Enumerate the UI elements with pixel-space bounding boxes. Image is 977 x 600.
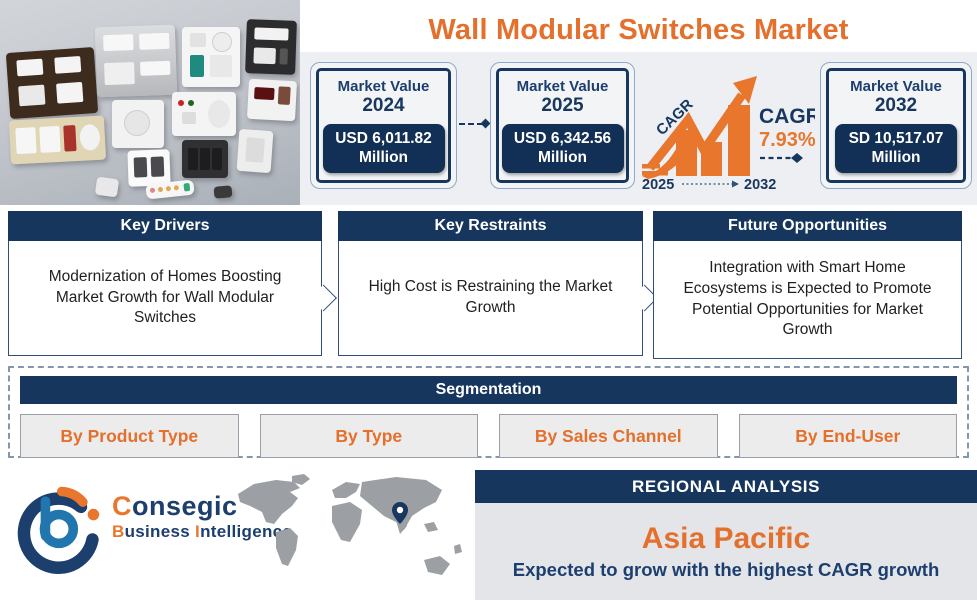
logo-tagline: Business Intelligence	[112, 521, 293, 541]
switch-plate-wood	[5, 47, 99, 119]
market-value-amount: USD 6,011.82 Million	[322, 124, 445, 173]
world-map	[238, 474, 462, 575]
switch-plate-display	[246, 78, 298, 122]
company-logo: Consegic Business Intelligence	[8, 478, 292, 578]
segment-by-product-type[interactable]: By Product Type	[20, 414, 239, 458]
market-value-amount: USD 6,342.56 Million	[501, 124, 624, 173]
market-value-box-2025: Market Value 2025 USD 6,342.56 Million	[490, 62, 635, 189]
panel-body-text: Modernization of Homes Boosting Market G…	[48, 267, 282, 327]
switch-module-small-white	[127, 149, 171, 187]
switch-strip-beige	[8, 115, 107, 165]
panel-body-text: Integration with Smart Home Ecosystems i…	[683, 258, 932, 339]
region-name: Asia Pacific	[641, 522, 811, 555]
product-photo	[0, 0, 300, 205]
switch-module-tiny	[94, 176, 120, 198]
segment-by-sales-channel[interactable]: By Sales Channel	[499, 414, 718, 458]
switch-module-tiny-dark	[213, 185, 233, 199]
logo-name: Consegic	[112, 491, 238, 521]
arrowhead-icon	[733, 76, 757, 104]
bar-1	[676, 130, 697, 176]
continent-south-america	[276, 528, 298, 566]
cagr-value: 7.93%	[759, 129, 815, 151]
future-opportunities-panel: Future Opportunities Integration with Sm…	[653, 211, 962, 359]
region-se-asia	[424, 522, 438, 532]
regional-analysis-body: Asia Pacific Expected to grow with the h…	[475, 503, 977, 600]
market-value-box-2024: Market Value 2024 USD 6,011.82 Million	[310, 62, 457, 189]
continent-africa	[332, 502, 362, 542]
panel-body-text: High Cost is Restraining the Market Grow…	[368, 278, 613, 316]
key-restraints-panel: Key Restraints High Cost is Restraining …	[338, 211, 658, 356]
panel-header: Key Restraints	[338, 211, 643, 241]
switch-module-black	[182, 140, 228, 178]
continent-greenland	[292, 474, 310, 485]
cagr-start-year: 2025	[642, 177, 674, 193]
cagr-growth-chart: CAGR CAGR 7.93% 2025 2032	[642, 76, 815, 193]
zigzag-arrow	[646, 92, 746, 171]
continent-north-america	[238, 480, 300, 524]
diamond-icon	[791, 153, 803, 163]
island	[454, 544, 462, 554]
segmentation-section: Segmentation By Product Type By Type By …	[8, 366, 969, 458]
segment-by-type[interactable]: By Type	[259, 414, 478, 458]
page-title: Wall Modular Switches Market	[428, 13, 849, 46]
market-value-year: 2025	[541, 95, 584, 117]
market-value-year: 2032	[874, 95, 918, 117]
market-value-amount: SD 10,517.07 Million	[835, 124, 957, 173]
switch-plate-sockets	[172, 92, 236, 136]
bar-3	[728, 105, 750, 176]
panel-header: Future Opportunities	[653, 211, 962, 241]
key-drivers-panel: Key Drivers Modernization of Homes Boost…	[8, 211, 337, 356]
switch-plate-black	[245, 19, 297, 75]
market-value-label: Market Value	[337, 78, 430, 96]
market-value-label: Market Value	[850, 78, 942, 96]
switch-module-white-tall	[236, 128, 274, 174]
market-value-box-2032: Market Value 2032 SD 10,517.07 Million	[820, 62, 972, 189]
market-value-year: 2024	[362, 95, 405, 117]
region-subtitle: Expected to grow with the highest CAGR g…	[512, 559, 940, 580]
panel-header: Key Drivers	[8, 211, 322, 241]
segmentation-header: Segmentation	[20, 376, 957, 404]
diamond-icon	[480, 118, 491, 129]
chevron-right-icon	[310, 284, 337, 312]
cagr-end-year: 2032	[744, 177, 776, 193]
switch-plate-silver	[94, 24, 178, 98]
switch-plate-white-dimmer	[182, 27, 240, 87]
logo-emblem-icon	[17, 486, 100, 574]
continent-europe	[332, 482, 360, 498]
continent-australia	[424, 556, 450, 575]
cagr-label: CAGR	[759, 105, 815, 128]
segment-by-end-user[interactable]: By End-User	[738, 414, 957, 458]
arrowhead-icon	[732, 180, 739, 188]
market-value-label: Market Value	[516, 78, 609, 96]
regional-analysis-header: REGIONAL ANALYSIS	[475, 470, 977, 503]
arrow-connector-2024-2025	[459, 118, 491, 129]
switch-plate-round-dimmer	[112, 100, 164, 148]
